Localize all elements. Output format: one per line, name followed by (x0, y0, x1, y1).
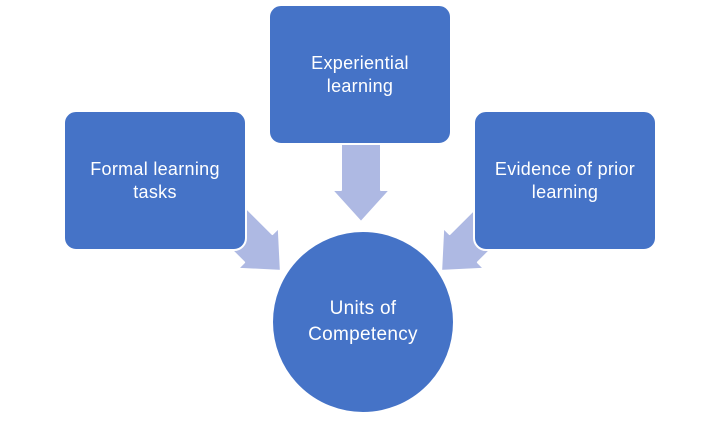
source-box-experiential-learning: Experiential learning (268, 4, 452, 145)
source-box-label: Evidence of prior learning (494, 159, 636, 202)
center-circle-units-of-competency: Units of Competency (271, 230, 455, 414)
center-circle-label: Units of Competency (308, 298, 418, 345)
source-box-label: Formal learning tasks (90, 159, 220, 202)
source-box-label: Experiential learning (311, 53, 409, 96)
source-box-evidence-of-prior-learning: Evidence of prior learning (473, 110, 657, 251)
source-box-formal-learning-tasks: Formal learning tasks (63, 110, 247, 251)
down-arrow-icon (331, 142, 391, 223)
